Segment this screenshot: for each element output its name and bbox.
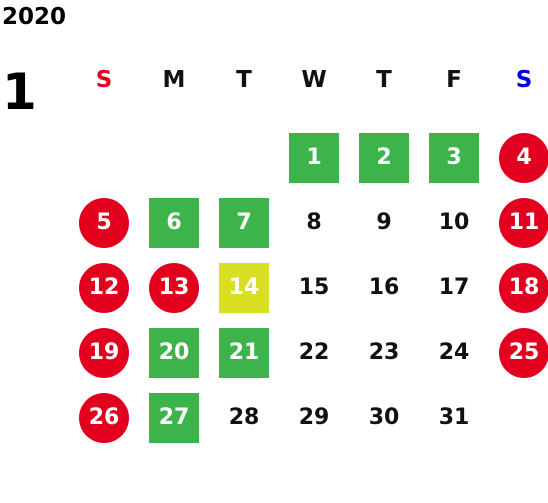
calendar-day-cell: 20	[139, 320, 209, 385]
calendar-day[interactable]: 22	[298, 340, 330, 365]
calendar-day[interactable]: 18	[499, 262, 548, 313]
calendar-day[interactable]: 16	[368, 275, 400, 300]
calendar-day-cell: 22	[279, 320, 349, 385]
calendar-day-cell: 15	[279, 255, 349, 320]
calendar-day[interactable]: 20	[149, 327, 199, 378]
calendar-day[interactable]: 8	[306, 210, 322, 235]
year-label: 2020	[2, 4, 67, 30]
calendar-day-cell: 4	[489, 125, 548, 190]
calendar-day[interactable]: 29	[298, 405, 330, 430]
calendar-day[interactable]: 21	[219, 327, 269, 378]
calendar-day[interactable]: 14	[219, 262, 269, 313]
calendar-day-cell: 16	[349, 255, 419, 320]
calendar-day[interactable]: 26	[79, 392, 129, 443]
calendar-day[interactable]: 2	[359, 132, 409, 183]
calendar-day-cell: 26	[69, 385, 139, 450]
calendar-day[interactable]: 17	[438, 275, 470, 300]
calendar-day-cell: 9	[349, 190, 419, 255]
calendar-day[interactable]: 6	[149, 197, 199, 248]
calendar-day[interactable]: 30	[368, 405, 400, 430]
calendar-day[interactable]: 12	[79, 262, 129, 313]
calendar-day-cell: 30	[349, 385, 419, 450]
weekday-header-saturday: S	[515, 67, 533, 93]
calendar-day-cell: 19	[69, 320, 139, 385]
calendar-day-cell: 8	[279, 190, 349, 255]
calendar-day-cell: 28	[209, 385, 279, 450]
calendar-day[interactable]: 1	[289, 132, 339, 183]
calendar-day-cell	[69, 125, 139, 190]
month-number: 1	[2, 63, 37, 121]
calendar-day-cell: 24	[419, 320, 489, 385]
calendar-day[interactable]: 24	[438, 340, 470, 365]
calendar-day[interactable]: 23	[368, 340, 400, 365]
calendar-day-cell: 1	[279, 125, 349, 190]
calendar-day[interactable]: 7	[219, 197, 269, 248]
calendar-day-cell	[489, 385, 548, 450]
weekday-header-tuesday: T	[236, 67, 252, 93]
calendar-day-cell: 14	[209, 255, 279, 320]
calendar-day-cell	[139, 125, 209, 190]
weekday-header-friday: F	[446, 67, 462, 93]
weekday-header-sunday: S	[95, 67, 113, 93]
calendar-day[interactable]: 13	[149, 262, 199, 313]
calendar-day[interactable]: 5	[79, 197, 129, 248]
calendar-day-cell: 10	[419, 190, 489, 255]
calendar-day[interactable]: 19	[79, 327, 129, 378]
calendar-day-cell: 5	[69, 190, 139, 255]
calendar-day-cell: 7	[209, 190, 279, 255]
calendar-day-cell: 17	[419, 255, 489, 320]
calendar-day-cell: 12	[69, 255, 139, 320]
weekday-header-wednesday: W	[301, 67, 327, 93]
calendar-day-cell: 6	[139, 190, 209, 255]
calendar-day-cell: 31	[419, 385, 489, 450]
weekday-header-thursday: T	[376, 67, 392, 93]
calendar-day-cell: 2	[349, 125, 419, 190]
calendar-day[interactable]: 10	[438, 210, 470, 235]
calendar-day-cell: 13	[139, 255, 209, 320]
calendar-day-cell: 27	[139, 385, 209, 450]
calendar-day-cell: 25	[489, 320, 548, 385]
calendar-day[interactable]: 25	[499, 327, 548, 378]
calendar-day[interactable]: 9	[376, 210, 392, 235]
calendar-day-cell: 29	[279, 385, 349, 450]
calendar-day[interactable]: 31	[438, 405, 470, 430]
calendar-day-cell: 3	[419, 125, 489, 190]
calendar-day[interactable]: 11	[499, 197, 548, 248]
calendar-day[interactable]: 28	[228, 405, 260, 430]
calendar-day[interactable]: 3	[429, 132, 479, 183]
calendar-day[interactable]: 15	[298, 275, 330, 300]
weekday-header-monday: M	[162, 67, 186, 93]
calendar-day[interactable]: 4	[499, 132, 548, 183]
calendar-day-cell: 21	[209, 320, 279, 385]
calendar-day-cell: 11	[489, 190, 548, 255]
calendar-day-cell: 18	[489, 255, 548, 320]
calendar-day-cell: 23	[349, 320, 419, 385]
calendar-day[interactable]: 27	[149, 392, 199, 443]
calendar-day-cell	[209, 125, 279, 190]
